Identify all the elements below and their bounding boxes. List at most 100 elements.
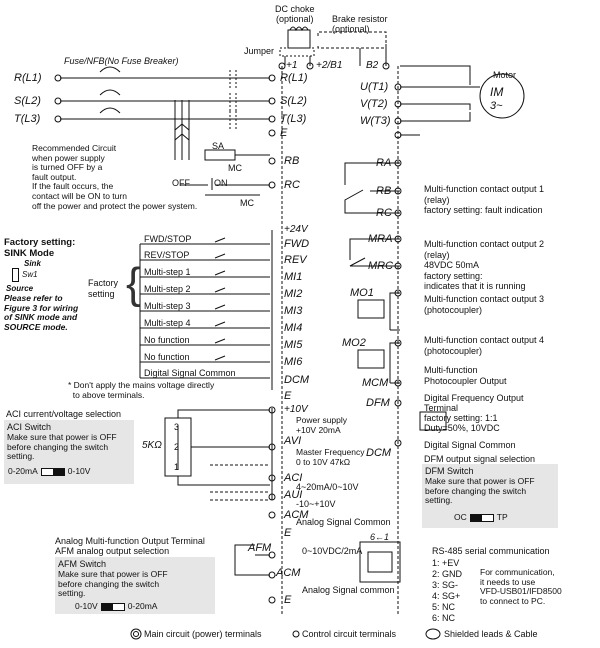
brake-resistor-optional: (optional) <box>332 24 370 34</box>
output2-description: Multi-function contact output 2 (relay) … <box>424 239 545 291</box>
fuse-symbols <box>99 66 121 114</box>
terminal-aci: ACI <box>284 472 303 484</box>
factory-brace: { <box>126 259 141 308</box>
input-r: R(L1) <box>14 72 42 84</box>
terminal-plus2-b1: +2/B1 <box>316 60 343 71</box>
dfm-switch-note: Make sure that power is OFF before chang… <box>425 476 535 506</box>
terminal-dcm-right: DCM <box>366 447 392 459</box>
power-supply-note: Power supply +10V 20mA <box>296 415 348 435</box>
aci-switch-right: 0-10V <box>67 466 91 476</box>
factory-setting-brace-label: Factory setting <box>88 278 119 299</box>
jumper-label: Jumper <box>244 46 275 56</box>
recommended-circuit-note: Recommended Circuit when power supply is… <box>32 143 198 211</box>
legend-main: Main circuit (power) terminals <box>144 629 262 639</box>
terminal-plus1: +1 <box>286 60 298 71</box>
terminal-rev: REV <box>284 254 307 266</box>
terminal-v: V(T2) <box>360 98 388 110</box>
motor-circle <box>479 73 525 119</box>
terminal-mra: MRA <box>368 233 393 245</box>
input-s: S(L2) <box>14 95 41 107</box>
input-t: T(L3) <box>14 113 41 125</box>
dont-apply-note: * Don't apply the mains voltage directly… <box>68 380 215 400</box>
jumper-symbol <box>279 47 315 57</box>
aci-switch-title: ACI Switch <box>7 422 52 432</box>
terminal-mi4: MI4 <box>284 322 303 334</box>
input-func-fwd: FWD/STOP <box>144 234 192 244</box>
relay-sa: SA <box>212 141 225 151</box>
terminal-b2: B2 <box>366 60 379 71</box>
acm-note: Analog Signal Common <box>296 517 391 527</box>
motor-im: IM <box>490 85 504 99</box>
terminal-mi6: MI6 <box>284 356 303 368</box>
dfm-switch-title: DFM Switch <box>425 466 474 476</box>
aci-selection-title: ACI current/voltage selection <box>6 409 122 419</box>
dfm-switch-left: OC <box>454 512 467 522</box>
terminal-dcm-left: DCM <box>284 374 310 386</box>
afm-switch-right: 0-20mA <box>127 601 158 611</box>
rs485-pin-6: 6: NC <box>432 613 456 623</box>
rs485-pin-1: 1: +EV <box>432 558 460 568</box>
sink-source-refer-note: Please refer to Figure 3 for wiring of S… <box>4 293 79 332</box>
input-func-rev: REV/STOP <box>144 250 190 260</box>
fuse-label: Fuse/NFB(No Fuse Breaker) <box>64 56 179 66</box>
terminal-w: W(T3) <box>360 115 391 127</box>
relay-mc1: MC <box>228 163 242 173</box>
motor-label: Motor <box>493 70 517 80</box>
aci-range-note: 4~20mA/0~10V <box>296 482 359 492</box>
aci-switch-note: Make sure that power is OFF before chang… <box>7 432 117 462</box>
legend-shield: Shielded leads & Cable <box>444 629 538 639</box>
input-func-dcm: Digital Signal Common <box>144 368 236 378</box>
acm2-note: Analog Signal common <box>302 585 395 595</box>
terminal-mcm: MCM <box>362 377 389 389</box>
terminal-e-afm: E <box>284 594 292 606</box>
dfm-selection-title: DFM output signal selection <box>424 454 536 464</box>
terminal-afm: AFM <box>248 542 272 554</box>
dfm-switch-toggle[interactable]: OC TP <box>454 512 508 522</box>
pot-pin-1: 1 <box>174 462 180 472</box>
input-func-mi1: Multi-step 1 <box>144 267 191 277</box>
relay-mc2: MC <box>240 198 254 208</box>
relay-off: OFF <box>172 178 190 188</box>
source-label: Source <box>6 284 34 293</box>
terminal-s: S(L2) <box>280 95 307 107</box>
terminal-t: T(L3) <box>280 113 307 125</box>
input-func-mi3: Multi-step 3 <box>144 301 191 311</box>
input-func-mi6: No function <box>144 352 190 362</box>
sw1-label: Sw1 <box>22 270 38 279</box>
terminal-mo1: MO1 <box>350 287 374 299</box>
rs485-pin-2: 2: GND <box>432 569 463 579</box>
input-lines <box>60 77 270 120</box>
dc-choke-optional: (optional) <box>275 14 314 24</box>
terminal-u: U(T1) <box>360 81 389 93</box>
dfm-switch-right: TP <box>496 512 508 522</box>
brake-resistor-symbol <box>317 31 387 49</box>
brake-resistor-label: Brake resistor (optional) <box>332 14 388 34</box>
aui-range-note: -10~+10V <box>296 499 336 509</box>
terminal-e-main: E <box>280 127 288 139</box>
terminal-mrc: MRC <box>368 260 394 272</box>
afm-title: Analog Multi-function Output Terminal <box>55 536 205 546</box>
dc-choke-label: DC choke (optional) <box>275 4 315 24</box>
relay-on: ON <box>214 178 228 188</box>
dfm-switch-box: DFM Switch Make sure that power is OFF b… <box>422 464 558 528</box>
pot-pin-2: 2 <box>174 442 180 452</box>
output3-description: Multi-function contact output 3 (photoco… <box>424 294 545 315</box>
terminal-mi2: MI2 <box>284 288 303 300</box>
input-func-mi4: Multi-step 4 <box>144 318 191 328</box>
output4-description: Multi-function contact output 4 (photoco… <box>424 335 545 356</box>
mcm-description: Multi-function Photocoupler Output <box>424 365 507 386</box>
terminal-mo2: MO2 <box>342 337 366 349</box>
terminal-mi1: MI1 <box>284 271 303 283</box>
terminal-acm-2: ACM <box>276 567 301 579</box>
aci-switch-box: ACI Switch Make sure that power is OFF b… <box>4 420 134 484</box>
terminal-avi: AVI <box>284 435 302 447</box>
dc-choke-title: DC choke <box>275 4 315 14</box>
master-frequency-note: Master Frequency 0 to 10V 47kΩ <box>296 447 365 467</box>
output1-description: Multi-function contact output 1 (relay) … <box>424 184 545 215</box>
pot-pin-3: 3 <box>174 422 180 432</box>
sink-mode-label: SINK Mode <box>4 248 55 259</box>
input-func-mi5: No function <box>144 335 190 345</box>
